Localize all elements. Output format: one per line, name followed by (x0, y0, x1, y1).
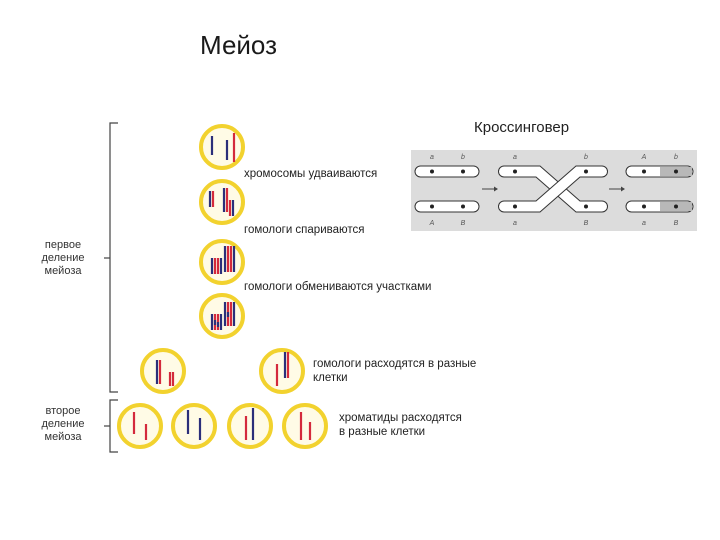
step-pairing-label: гомологи спариваются (244, 224, 365, 236)
chromosome-bar (414, 165, 480, 178)
locus-dot (461, 169, 465, 174)
allele-label: a (513, 154, 517, 161)
step-chromatids-label-1: хроматиды расходятся (339, 412, 462, 424)
cell-membrane (227, 403, 273, 449)
cell-paired (199, 239, 245, 285)
allele-label: a (513, 220, 517, 227)
locus-dot (674, 204, 678, 209)
cell-daughter-4 (282, 403, 328, 449)
first-division-line-2: деление (41, 252, 85, 264)
allele-label: b (584, 154, 588, 161)
step-separate-label-2: клетки (313, 372, 348, 384)
allele-label: b (674, 154, 678, 161)
second-division-line-1: второе (45, 405, 81, 417)
step-separate-label-1: гомологи расходятся в разные (313, 358, 477, 370)
allele-label: B (674, 220, 679, 227)
page-title: Мейоз (200, 30, 278, 60)
allele-label: a (642, 220, 646, 227)
locus-dot (584, 169, 588, 174)
cell-membrane (199, 124, 245, 170)
locus-dot (430, 204, 434, 209)
cell-anaphase-1-right (259, 348, 305, 394)
crossing-over-arrow-1 (482, 186, 498, 192)
cell-membrane (282, 403, 328, 449)
locus-dot (430, 169, 434, 174)
cells-group (117, 124, 328, 449)
locus-dot (584, 204, 588, 209)
allele-label: B (461, 220, 466, 227)
step-chromatids-label-2: в разные клетки (339, 426, 426, 438)
cell-membrane (199, 179, 245, 225)
first-division-line-3: мейоза (44, 265, 82, 277)
second-division-line-3: мейоза (44, 431, 82, 443)
crossing-chromatid (498, 165, 608, 213)
allele-label: B (584, 220, 589, 227)
arrow-head (494, 186, 498, 192)
cell-daughter-1 (117, 403, 163, 449)
second-division-line-2: деление (41, 418, 85, 430)
cell-daughter-2 (171, 403, 217, 449)
crossing-over-stage-2 (498, 165, 608, 213)
cell-membrane (171, 403, 217, 449)
cell-membrane (117, 403, 163, 449)
crossing-over-arrow-2 (609, 186, 625, 192)
second-division-bracket (109, 399, 118, 453)
locus-dot (513, 204, 517, 209)
crossing-over-stage-3 (625, 165, 694, 213)
allele-label: A (429, 220, 435, 227)
locus-dot (513, 169, 517, 174)
cell-anaphase-1-left (140, 348, 186, 394)
allele-label: a (430, 154, 434, 161)
cell-interphase (199, 124, 245, 170)
cell-exchange (199, 293, 245, 339)
cell-membrane (140, 348, 186, 394)
allele-label: b (461, 154, 465, 161)
step-duplicate-label: хромосомы удваиваются (244, 168, 378, 180)
chromosome-bar (414, 200, 480, 213)
allele-label: A (641, 154, 647, 161)
crossing-over-stage-1 (414, 165, 480, 213)
cell-membrane (259, 348, 305, 394)
second-division-label: второе деление мейоза (28, 405, 98, 444)
step-exchange-label: гомологи обмениваются участками (244, 281, 432, 293)
first-division-label: первое деление мейоза (28, 239, 98, 278)
locus-dot (642, 169, 646, 174)
locus-dot (461, 204, 465, 209)
cell-duplicated (199, 179, 245, 225)
first-division-bracket (109, 122, 118, 393)
first-division-line-1: первое (44, 239, 82, 251)
cell-daughter-3 (227, 403, 273, 449)
arrow-head (621, 186, 625, 192)
locus-dot (674, 169, 678, 174)
crossing-over-title: Кроссинговер (474, 119, 570, 136)
locus-dot (642, 204, 646, 209)
